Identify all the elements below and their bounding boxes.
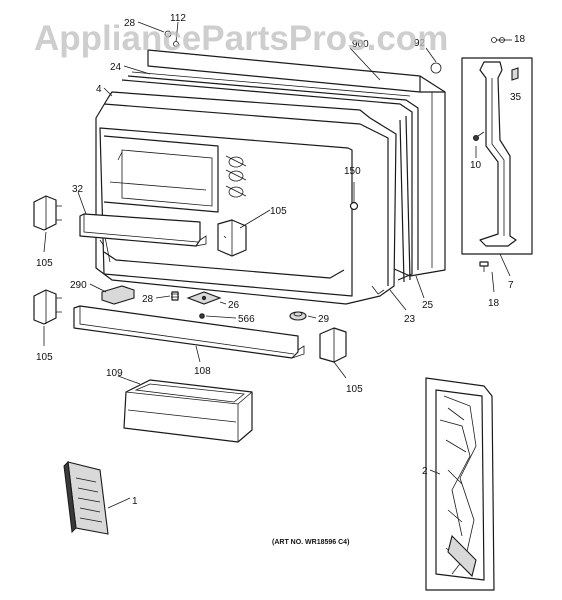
owners-manual [63, 460, 109, 535]
handle-assembly-box [461, 57, 533, 255]
shelf-end-cap-lower-right [319, 327, 347, 363]
screw-18-bottom [479, 261, 489, 272]
label-29: 29 [318, 314, 330, 325]
label-150: 150 [344, 166, 361, 177]
handle-screw-10 [473, 131, 485, 141]
label-35: 35 [510, 92, 522, 103]
label-24: 24 [110, 62, 122, 73]
label-566: 566 [238, 314, 255, 325]
bushing-29 [289, 311, 307, 321]
lower-shelf-bar [73, 305, 305, 359]
label-18-top: 18 [514, 34, 526, 45]
door-gasket [121, 71, 419, 281]
screw-566 [199, 313, 205, 319]
label-23: 23 [404, 314, 416, 325]
label-105-bottom-right: 105 [346, 384, 363, 395]
label-105-left-top: 105 [36, 258, 53, 269]
butter-compartment-door [101, 285, 135, 305]
upper-shelf-bar [79, 213, 207, 247]
label-10: 10 [470, 160, 482, 171]
label-28-top: 28 [124, 18, 136, 29]
label-108: 108 [194, 366, 211, 377]
label-28-mid: 28 [142, 294, 154, 305]
label-32: 32 [72, 184, 84, 195]
liner-rib-set [225, 155, 247, 198]
shelf-end-cap-lower-left [33, 289, 62, 325]
door-handle [479, 61, 517, 247]
label-112: 112 [170, 13, 186, 24]
label-4: 4 [96, 84, 102, 95]
watermark: AppliancePartsPros.com [34, 19, 448, 58]
door-bin [123, 379, 253, 443]
inner-door-liner [95, 91, 411, 305]
leader-lines [43, 21, 512, 509]
bracket-26 [186, 291, 222, 305]
label-105-left-bottom: 105 [36, 352, 53, 363]
shelf-end-cap-upper-left [33, 195, 62, 231]
label-1: 1 [132, 496, 138, 507]
screw-28-mid [171, 291, 179, 301]
label-26: 26 [228, 300, 240, 311]
label-105-right: 105 [270, 206, 287, 217]
label-290: 290 [70, 280, 87, 291]
shelf-end-cap-upper-right [217, 219, 247, 257]
label-109: 109 [106, 368, 123, 379]
label-18-bottom: 18 [488, 298, 500, 309]
handle-plug-35 [511, 67, 519, 81]
label-25: 25 [422, 300, 434, 311]
label-900: 900 [352, 39, 369, 50]
label-92: 92 [414, 38, 426, 49]
side-trim-panel [425, 377, 495, 591]
art-number: (ART NO. WR18596 C4) [272, 539, 349, 546]
part-labels: 28 112 900 92 18 24 35 4 10 150 32 105 1… [36, 13, 526, 507]
label-7: 7 [508, 280, 514, 291]
label-2: 2 [422, 466, 428, 477]
